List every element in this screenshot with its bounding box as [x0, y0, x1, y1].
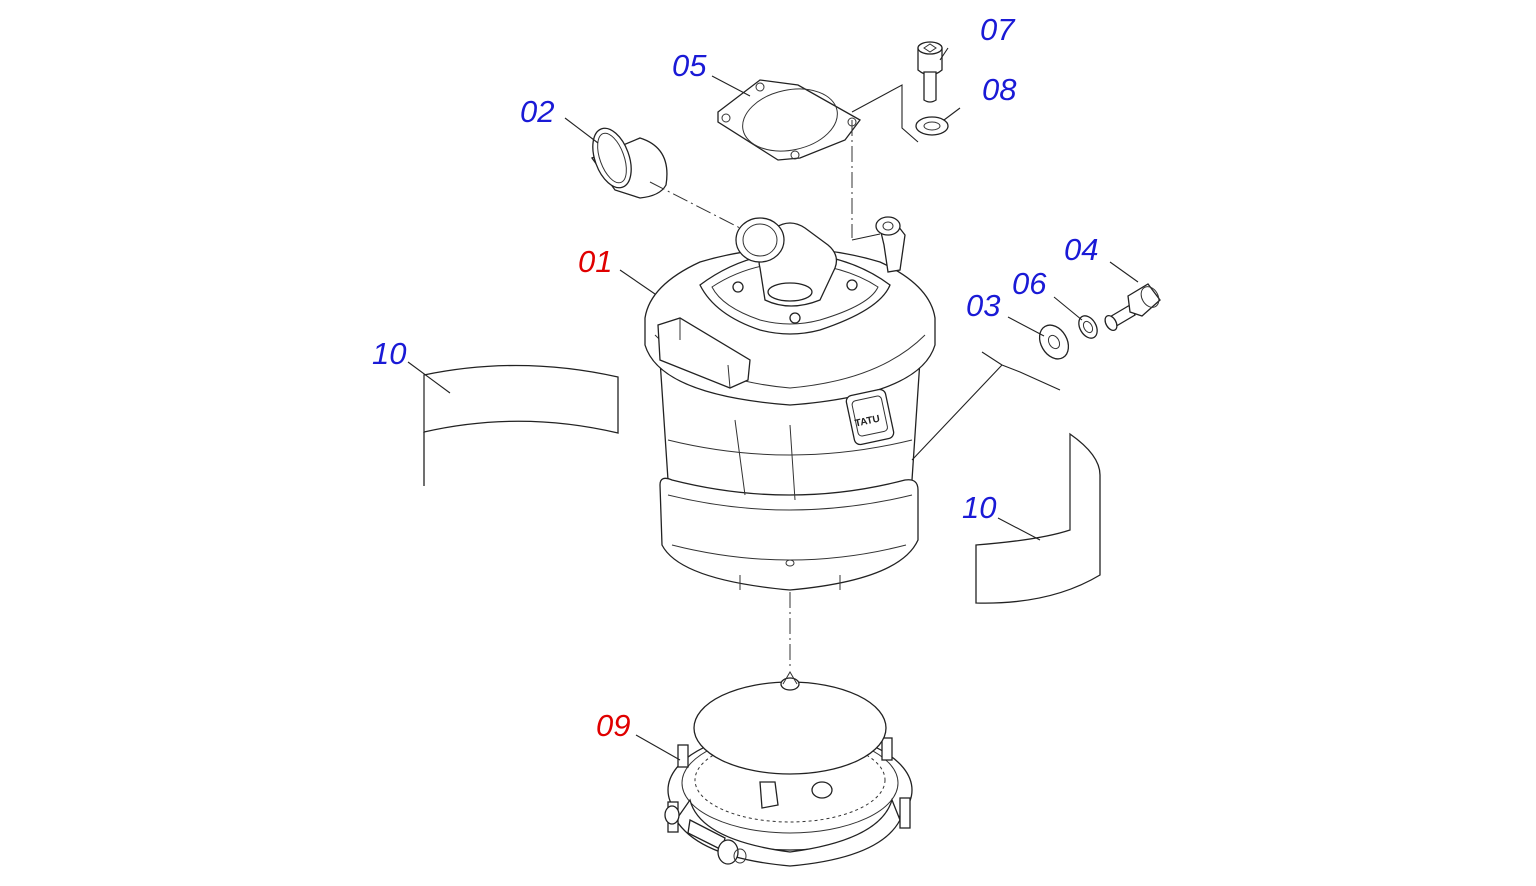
part-08-washer	[915, 116, 949, 136]
part-09-bottom-cover	[664, 671, 913, 867]
part-07-socket-bolt	[917, 41, 943, 103]
part-06-spring-washer	[1078, 315, 1098, 339]
part-04-hex-bolt	[1104, 283, 1161, 332]
callout-06: 06	[1012, 266, 1047, 301]
callout-04: 04	[1064, 232, 1098, 267]
part-03-flat-washer	[1038, 324, 1070, 360]
callout-09: 09	[596, 708, 630, 743]
part-05-gasket	[717, 79, 861, 161]
callout-10-left: 10	[372, 336, 406, 371]
callout-07: 07	[980, 12, 1016, 47]
callout-05: 05	[672, 48, 707, 83]
logo-text: TATU	[854, 414, 881, 430]
callout-10-right: 10	[962, 490, 996, 525]
callout-03: 03	[966, 288, 1000, 323]
callout-08: 08	[982, 72, 1017, 107]
callout-leaders	[407, 47, 1139, 761]
callout-labels: 01 02 03 04 05 06 07 08 09 10 10	[372, 12, 1098, 743]
part-02-sleeve	[590, 127, 668, 199]
callout-01: 01	[578, 244, 612, 279]
callout-02: 02	[520, 94, 554, 129]
assembly-lines	[649, 84, 1061, 670]
part-01-housing: TATU	[644, 216, 936, 591]
part-10-left-sheet	[423, 364, 619, 486]
